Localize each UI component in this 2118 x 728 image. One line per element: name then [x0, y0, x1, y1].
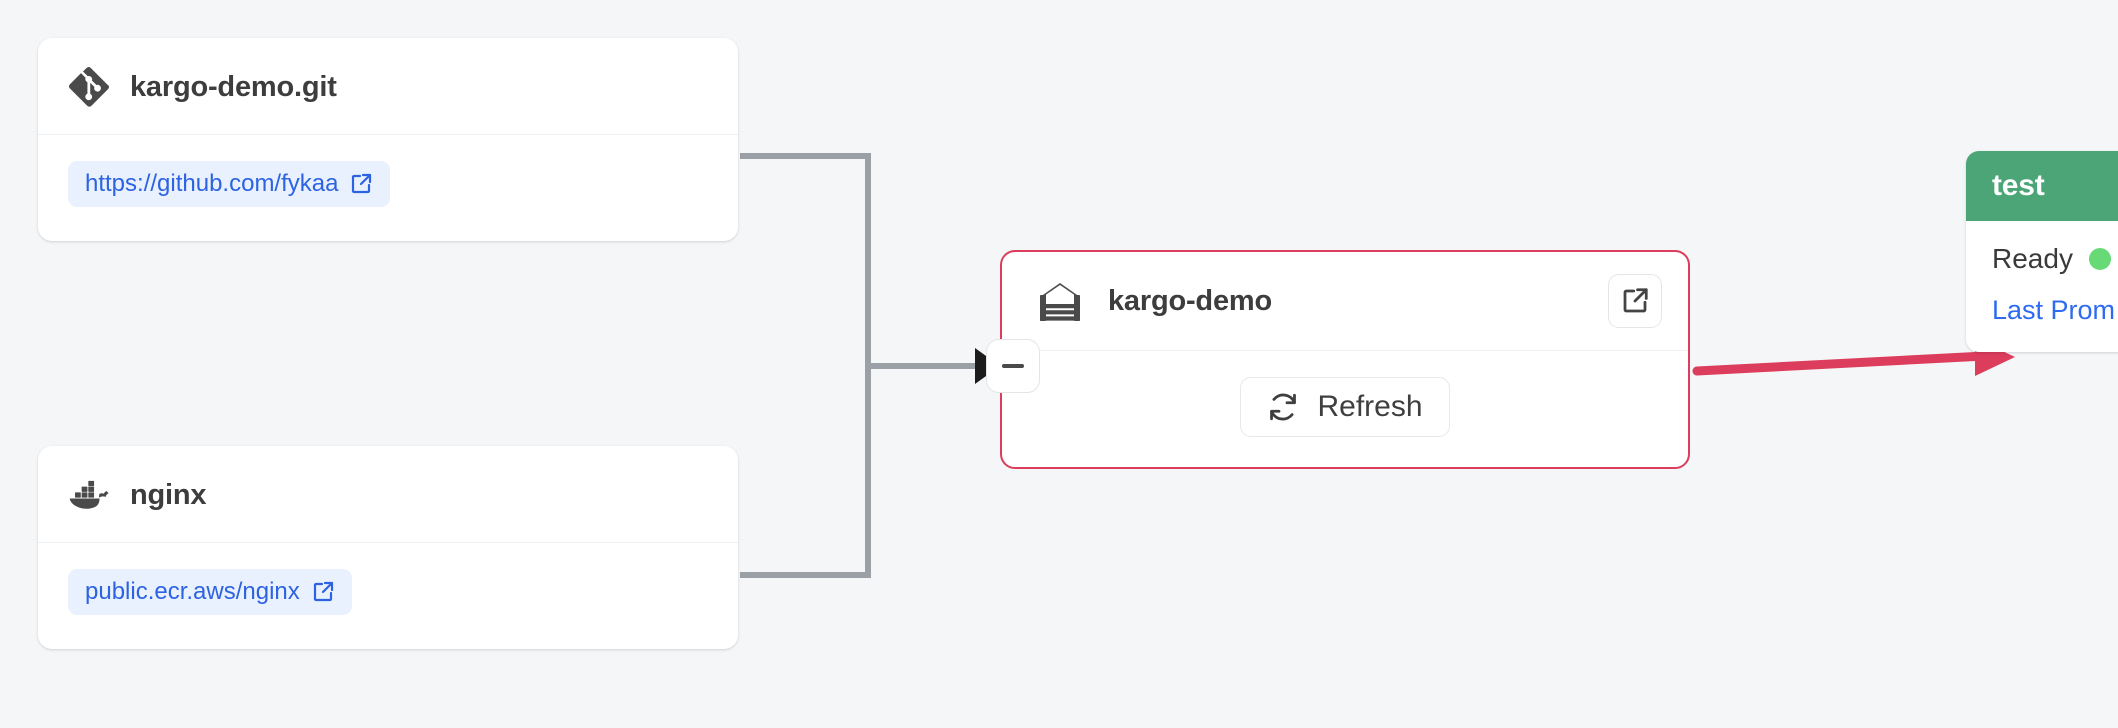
- source-url-chip[interactable]: https://github.com/fykaa: [68, 161, 391, 207]
- refresh-button-label: Refresh: [1317, 390, 1423, 423]
- warehouse-collapse-button[interactable]: [986, 339, 1040, 393]
- stage-name: test: [1992, 169, 2045, 202]
- source-card-header: kargo-demo.git: [38, 38, 738, 135]
- edge-sources-bracket: [740, 153, 871, 578]
- source-url-text: https://github.com/fykaa: [85, 170, 339, 197]
- warehouse-open-link-button[interactable]: [1608, 274, 1662, 328]
- source-card-title: kargo-demo.git: [130, 70, 337, 103]
- source-card-git[interactable]: kargo-demo.git https://github.com/fykaa: [38, 38, 738, 241]
- external-link-icon: [352, 173, 372, 194]
- source-card-title: nginx: [130, 478, 207, 511]
- refresh-button[interactable]: Refresh: [1240, 377, 1450, 437]
- warehouse-header: kargo-demo: [1002, 252, 1688, 351]
- minus-icon: [1002, 364, 1024, 368]
- warehouse-icon: [1038, 279, 1082, 323]
- docker-icon: [68, 474, 110, 516]
- refresh-icon: [1270, 393, 1297, 421]
- stage-card-body: Ready Last Prom: [1966, 221, 2118, 352]
- source-url-text: public.ecr.aws/nginx: [85, 578, 300, 605]
- source-card-header: nginx: [38, 446, 738, 543]
- edge-warehouse-to-stage: [1692, 351, 1990, 376]
- source-url-chip[interactable]: public.ecr.aws/nginx: [68, 569, 352, 615]
- source-card-docker[interactable]: nginx public.ecr.aws/nginx: [38, 446, 738, 649]
- stage-status-row: Ready: [1992, 243, 2118, 275]
- stage-status-label: Ready: [1992, 243, 2073, 274]
- stage-card-header: test: [1966, 151, 2118, 221]
- source-card-body: https://github.com/fykaa: [38, 135, 738, 241]
- stage-last-promoted-link[interactable]: Last Prom: [1992, 295, 2116, 325]
- status-dot-icon: [2088, 248, 2111, 270]
- warehouse-title: kargo-demo: [1108, 284, 1272, 317]
- source-card-body: public.ecr.aws/nginx: [38, 543, 738, 649]
- stage-card-test[interactable]: test Ready Last Prom: [1966, 151, 2118, 352]
- external-link-icon: [313, 581, 333, 602]
- git-icon: [68, 66, 110, 108]
- warehouse-body: Refresh: [1002, 351, 1688, 467]
- external-link-icon: [1623, 288, 1648, 313]
- warehouse-node[interactable]: kargo-demo Refresh: [1000, 250, 1690, 469]
